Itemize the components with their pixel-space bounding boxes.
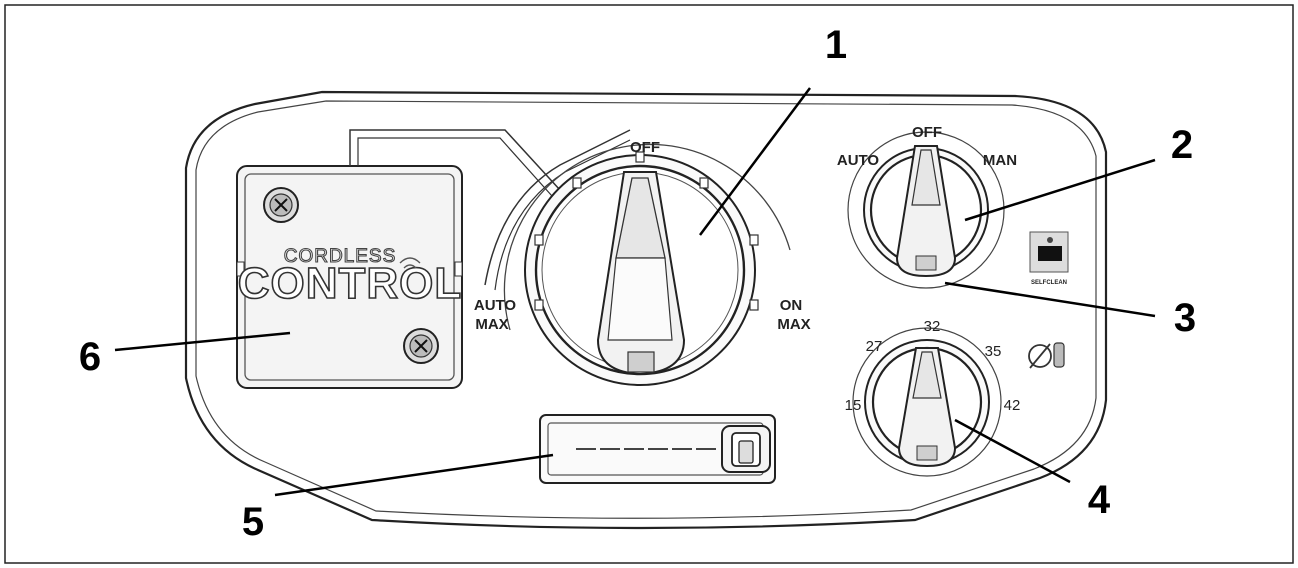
level-button[interactable] [721,425,771,473]
temp-dial-32-label: 32 [924,318,941,335]
temp-dial-42-label: 42 [1004,397,1021,414]
selfclean-label: SELFCLEAN [1031,280,1067,286]
selfclean-indicator: SELFCLEAN [1029,231,1069,286]
outer-frame [4,4,1294,564]
level-indicator-panel [539,414,776,484]
callout-leader-lines [114,87,1156,497]
callout-2: 2 [1171,123,1193,167]
mode-dial-off-label: OFF [912,124,942,141]
callout-5: 5 [242,500,264,544]
callout-1: 1 [825,23,847,67]
wireless-signal-icon [399,257,421,269]
cordless-line2: CONTROL [238,259,463,308]
callout-3: 3 [1174,296,1196,340]
temperature-dial[interactable]: 32 27 35 15 42 [845,318,1021,477]
top-screw-icon [263,187,299,223]
no-fan-icon [1028,342,1065,369]
main-dial-auto-max-label: MAX [475,316,508,333]
main-dial-off-label: OFF [630,139,660,156]
main-dial-on-label: ON [780,297,803,314]
cordless-line1: CORDLESS [284,246,397,267]
temp-dial-15-label: 15 [845,397,862,414]
main-dial[interactable]: OFF AUTO MAX ON MAX [474,129,811,386]
mode-dial-man-label: MAN [983,152,1017,169]
cordless-control-module: CORDLESS CONTROL [236,129,561,389]
callout-4: 4 [1088,478,1111,522]
temp-dial-27-label: 27 [866,338,883,355]
mode-dial[interactable]: OFF AUTO MAN [837,124,1017,289]
main-dial-on-max-label: MAX [777,316,810,333]
temp-dial-35-label: 35 [985,343,1002,360]
bottom-screw-icon [403,328,439,364]
callout-6: 6 [79,335,101,379]
mode-dial-auto-label: AUTO [837,152,880,169]
main-dial-auto-label: AUTO [474,297,517,314]
